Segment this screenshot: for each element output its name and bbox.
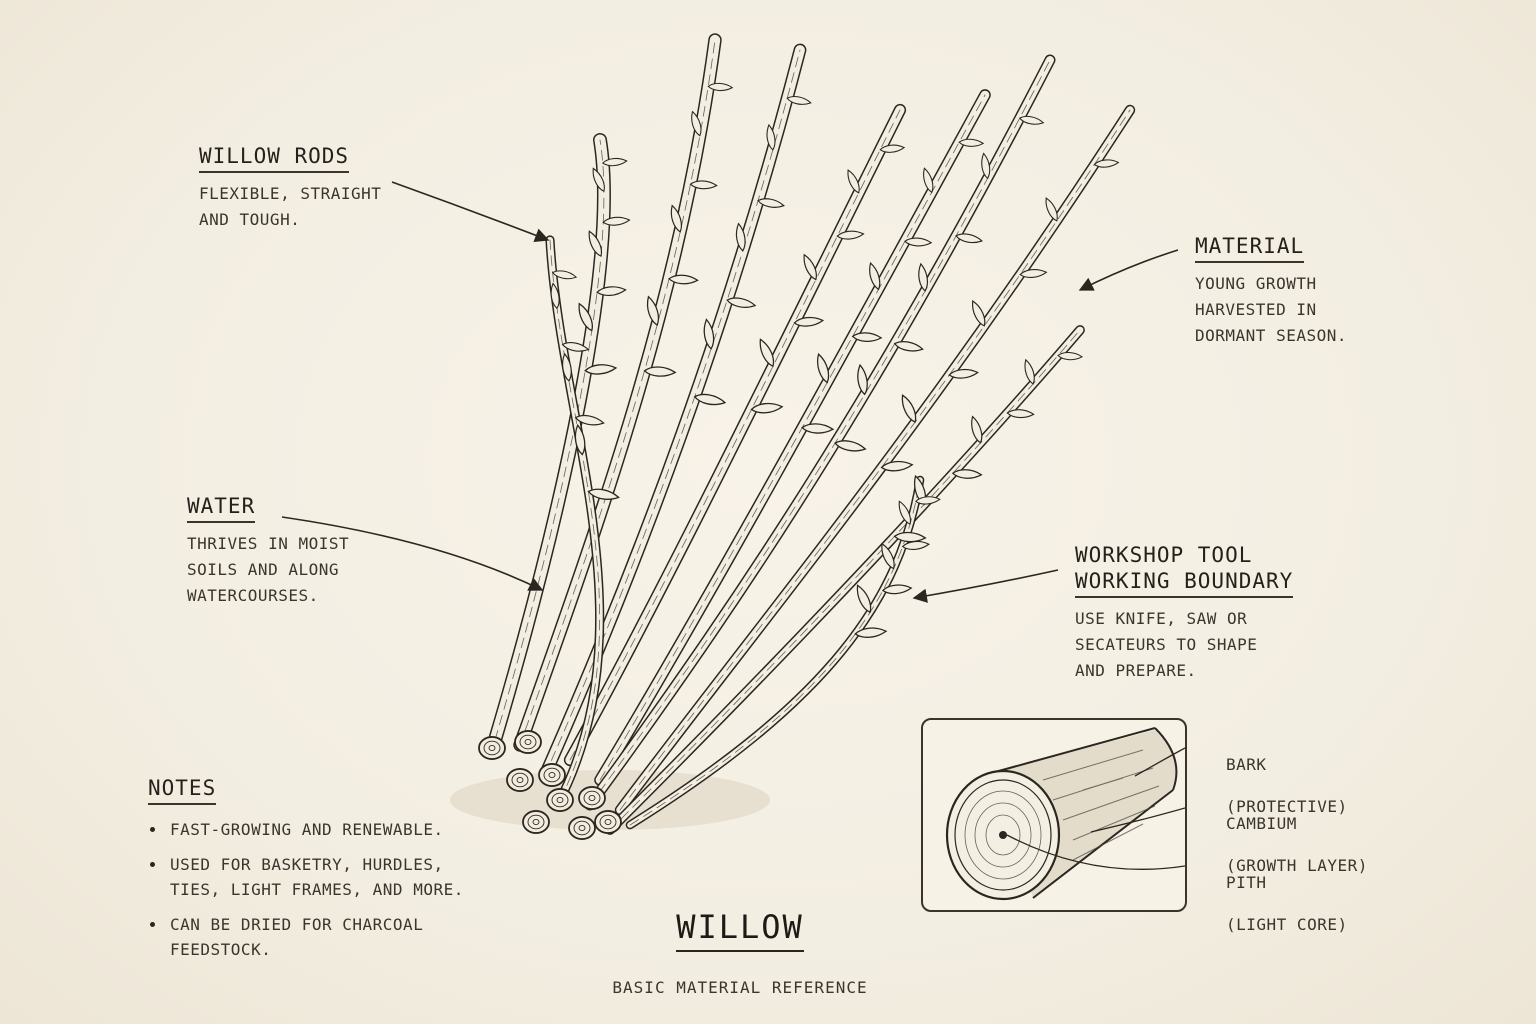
- arrow-material: [1078, 249, 1179, 291]
- water-text: THRIVES IN MOIST SOILS AND ALONG WATERCO…: [187, 534, 350, 605]
- rod-cut-end: [551, 792, 569, 808]
- rod-cut-end: [538, 763, 566, 787]
- rod-cut-end: [568, 816, 596, 840]
- callout-water: WATER THRIVES IN MOIST SOILS AND ALONG W…: [187, 494, 349, 609]
- willow-rod-cross-section: [945, 727, 1186, 901]
- rod-cut-end: [588, 795, 596, 802]
- cambium-label: CAMBIUM (GROWTH LAYER): [1226, 792, 1368, 897]
- rod-cut-end: [514, 730, 542, 754]
- willow-rod-texture: [494, 139, 605, 741]
- rod-cut-end: [578, 786, 606, 810]
- willow-leaf: [893, 531, 927, 544]
- page-subtitle: BASIC MATERIAL REFERENCE: [612, 978, 868, 997]
- cambium-name: CAMBIUM: [1226, 814, 1297, 833]
- rod-cut-end: [522, 810, 550, 834]
- callout-willow-rods: WILLOW RODS FLEXIBLE, STRAIGHT AND TOUGH…: [199, 144, 381, 233]
- workshop-heading-line1: WORKSHOP TOOL: [1075, 543, 1253, 567]
- willow-leaf: [855, 363, 870, 396]
- notes-section: NOTES FAST-GROWING AND RENEWABLE. USED F…: [148, 776, 470, 972]
- rod-cut-end: [548, 772, 556, 779]
- rod-cut-end: [543, 767, 561, 783]
- notes-item: CAN BE DRIED FOR CHARCOAL FEEDSTOCK.: [148, 912, 470, 962]
- cambium-desc: (GROWTH LAYER): [1226, 856, 1368, 875]
- rod-cut-end: [488, 745, 496, 752]
- notes-heading: NOTES: [148, 776, 217, 805]
- willow-rod: [595, 90, 990, 785]
- willow-leaf: [1006, 408, 1035, 419]
- pith-desc: (LIGHT CORE): [1226, 915, 1348, 934]
- rod-cut-end: [516, 777, 524, 784]
- rod-cut-end: [578, 825, 586, 832]
- water-heading: WATER: [187, 494, 256, 523]
- pith-label: PITH (LIGHT CORE): [1226, 851, 1348, 956]
- bark-desc: (PROTECTIVE): [1226, 797, 1348, 816]
- willow-leaf: [693, 391, 727, 408]
- page-title: WILLOW: [676, 908, 804, 952]
- rod-cut-end: [573, 820, 591, 836]
- willow-leaf: [1021, 358, 1038, 386]
- willow-leaf: [833, 437, 867, 455]
- willow-rod-texture: [619, 109, 1131, 811]
- willow-leaf: [1042, 195, 1061, 223]
- callout-material: MATERIAL YOUNG GROWTH HARVESTED IN DORMA…: [1195, 234, 1347, 349]
- willow-leaf: [954, 231, 984, 246]
- willow-rod-texture: [589, 59, 1051, 806]
- willow-leaf: [1057, 351, 1083, 361]
- callout-workshop: WORKSHOP TOOL WORKING BOUNDARY USE KNIFE…: [1075, 543, 1294, 684]
- willow-leaf: [968, 298, 989, 329]
- rod-cut-end: [594, 810, 622, 834]
- rod-cut-end: [583, 790, 601, 806]
- workshop-heading-line2: WORKING BOUNDARY: [1075, 569, 1294, 598]
- rod-cut-end: [519, 734, 537, 750]
- willow-leaf: [979, 152, 992, 180]
- cross-section-inset: [921, 718, 1187, 912]
- rod-cut-end: [527, 814, 545, 830]
- willow-rod-texture: [599, 94, 986, 781]
- willow-leaf: [893, 338, 925, 354]
- material-text: YOUNG GROWTH HARVESTED IN DORMANT SEASON…: [1195, 274, 1347, 345]
- title-block: WILLOW BASIC MATERIAL REFERENCE: [600, 908, 880, 997]
- notes-item: FAST-GROWING AND RENEWABLE.: [148, 817, 470, 842]
- arrow-water: [281, 516, 544, 591]
- notes-list: FAST-GROWING AND RENEWABLE. USED FOR BAS…: [148, 817, 470, 962]
- pith-name: PITH: [1226, 873, 1267, 892]
- notes-item: USED FOR BASKETRY, HURDLES, TIES, LIGHT …: [148, 852, 470, 902]
- rod-cut-end: [524, 739, 532, 746]
- willow-rod-texture: [569, 109, 901, 761]
- willow-rod-texture: [609, 329, 1081, 831]
- arrow-workshop: [912, 569, 1059, 603]
- willow-rods-heading: WILLOW RODS: [199, 144, 350, 173]
- willow-leaf: [801, 422, 834, 435]
- bark-name: BARK: [1226, 755, 1267, 774]
- willow-rod-texture: [544, 49, 801, 776]
- rod-cut-end: [546, 788, 574, 812]
- workshop-text: USE KNIFE, SAW OR SECATEURS TO SHAPE AND…: [1075, 609, 1258, 680]
- arrow-willow-rods: [391, 181, 550, 243]
- willow-leaf: [952, 468, 983, 480]
- willow-leaf: [968, 414, 986, 445]
- rod-cut-end: [532, 819, 540, 826]
- rod-cut-end: [556, 797, 564, 804]
- rod-cut-end: [511, 772, 529, 788]
- willow-leaf: [1018, 114, 1045, 127]
- rod-cut-end: [506, 768, 534, 792]
- rod-cut-end: [604, 819, 612, 826]
- willow-rods-text: FLEXIBLE, STRAIGHT AND TOUGH.: [199, 184, 382, 229]
- willow-rod-texture: [519, 39, 716, 746]
- willow-leaf: [897, 392, 920, 425]
- rod-cut-end: [599, 814, 617, 830]
- bark-label: BARK (PROTECTIVE): [1226, 733, 1348, 838]
- willow-rod-texture: [549, 239, 601, 801]
- rod-cut-end: [478, 736, 506, 760]
- willow-leaf: [852, 582, 875, 615]
- material-heading: MATERIAL: [1195, 234, 1305, 263]
- willow-leaf: [916, 262, 930, 293]
- rod-cut-end: [483, 740, 501, 756]
- willow-rod-texture: [629, 479, 921, 826]
